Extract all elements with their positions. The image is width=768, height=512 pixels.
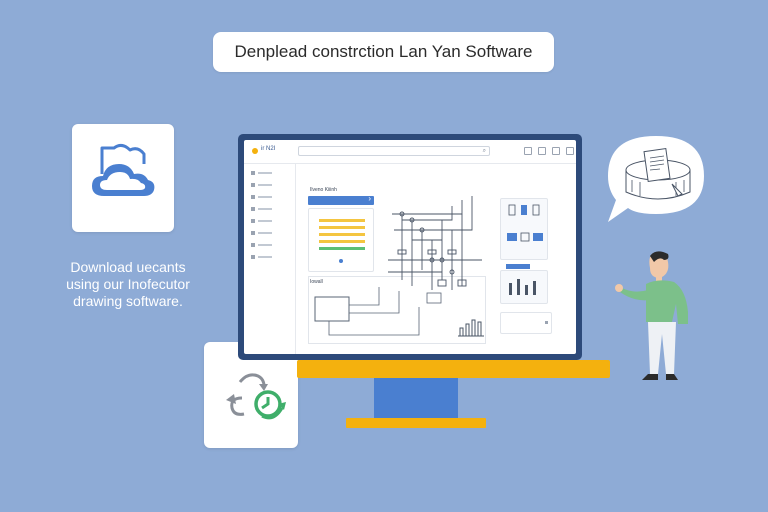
- sidebar-square-icon: [251, 255, 255, 259]
- search-input[interactable]: ⌕: [298, 146, 490, 156]
- section-label: Iowall: [310, 279, 323, 285]
- sidebar-item[interactable]: [251, 242, 272, 248]
- sidebar-item[interactable]: [251, 230, 272, 236]
- document-stack-icon: [608, 136, 704, 222]
- sidebar-square-icon: [251, 231, 255, 235]
- refresh-clock-icon: [226, 373, 286, 420]
- component-panel[interactable]: [500, 198, 548, 260]
- list-panel: [308, 208, 374, 272]
- list-line: [319, 219, 365, 222]
- monitor-foot: [346, 418, 486, 428]
- sidebar-item[interactable]: [251, 182, 272, 188]
- list-line: [319, 240, 365, 243]
- parts-panel[interactable]: [500, 270, 548, 304]
- monitor-base: [297, 360, 610, 378]
- toolbar-icons: [524, 147, 574, 155]
- sidebar-square-icon: [251, 243, 255, 247]
- sidebar-square-icon: [251, 195, 255, 199]
- close-icon[interactable]: [566, 147, 574, 155]
- component-tab[interactable]: [506, 264, 530, 269]
- list-line: [319, 226, 365, 229]
- list-line: [319, 233, 365, 236]
- monitor-stand: [374, 378, 458, 418]
- list-dot-icon: [339, 259, 343, 263]
- cloud-icon: [92, 143, 155, 196]
- circuit-diagram: [388, 196, 482, 290]
- sidebar-item[interactable]: [251, 218, 272, 224]
- brand-logo-icon: [252, 148, 258, 154]
- page-title: Denplead constrction Lan Yan Software: [213, 32, 554, 72]
- caption-line-2: using our Inofecutor: [66, 276, 190, 292]
- panel-label: Ilveno Kiiinh: [310, 187, 337, 193]
- app-topbar: ir N2I ⌕: [244, 140, 576, 164]
- sidebar-square-icon: [251, 171, 255, 175]
- panel-header-button[interactable]: [308, 194, 374, 205]
- search-icon: ⌕: [482, 148, 486, 154]
- grid-icon[interactable]: [524, 147, 532, 155]
- person-illustration: [615, 251, 688, 380]
- sidebar-item[interactable]: [251, 170, 272, 176]
- page-title-text: Denplead constrction Lan Yan Software: [234, 42, 533, 61]
- sidebar-item[interactable]: [251, 194, 272, 200]
- side-caption: Download uecants using our Inofecutor dr…: [48, 259, 208, 310]
- edit-icon[interactable]: [538, 147, 546, 155]
- monitor: ir N2I ⌕ Ilveno Kiiinh: [238, 134, 582, 360]
- app-brand: ir N2I: [261, 146, 276, 152]
- sidebar-item[interactable]: [251, 206, 272, 212]
- cloud-download-card[interactable]: [72, 124, 174, 232]
- app-screen: ir N2I ⌕ Ilveno Kiiinh: [244, 140, 576, 354]
- sidebar-item[interactable]: [251, 254, 272, 260]
- diagram-canvas[interactable]: [308, 276, 486, 344]
- sidebar-square-icon: [251, 207, 255, 211]
- caption-line-1: Download uecants: [70, 259, 186, 275]
- app-sidebar: [244, 164, 296, 354]
- mini-bar-icon: [458, 319, 484, 337]
- sidebar-square-icon: [251, 183, 255, 187]
- copy-icon[interactable]: [552, 147, 560, 155]
- caption-line-3: drawing software.: [73, 293, 183, 309]
- sidebar-square-icon: [251, 219, 255, 223]
- detail-box[interactable]: [500, 312, 552, 334]
- list-line: [319, 247, 365, 250]
